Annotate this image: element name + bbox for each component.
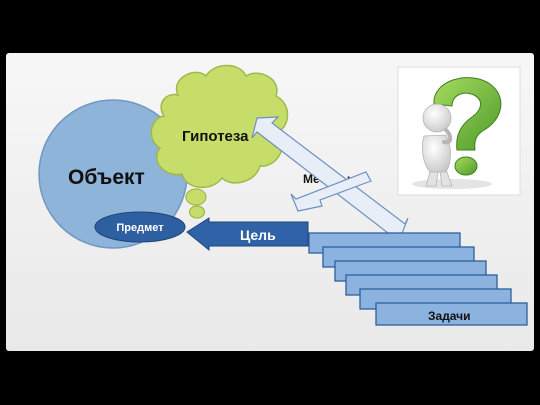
goal-arrow xyxy=(186,217,309,252)
tasks-label: Задачи xyxy=(428,309,471,323)
task-step xyxy=(375,302,528,326)
goal-label: Цель xyxy=(240,227,276,243)
hypothesis-cloud xyxy=(150,64,289,219)
methods-arrow xyxy=(290,171,372,212)
question-mark-person-icon xyxy=(397,66,521,196)
subject-ellipse xyxy=(94,211,186,243)
thought-bubble xyxy=(185,188,207,206)
object-label: Объект xyxy=(68,166,145,189)
thought-bubble xyxy=(188,205,206,219)
hypothesis-label: Гипотеза xyxy=(182,128,249,145)
subject-label: Предмет xyxy=(116,222,164,234)
task-steps xyxy=(308,232,528,326)
